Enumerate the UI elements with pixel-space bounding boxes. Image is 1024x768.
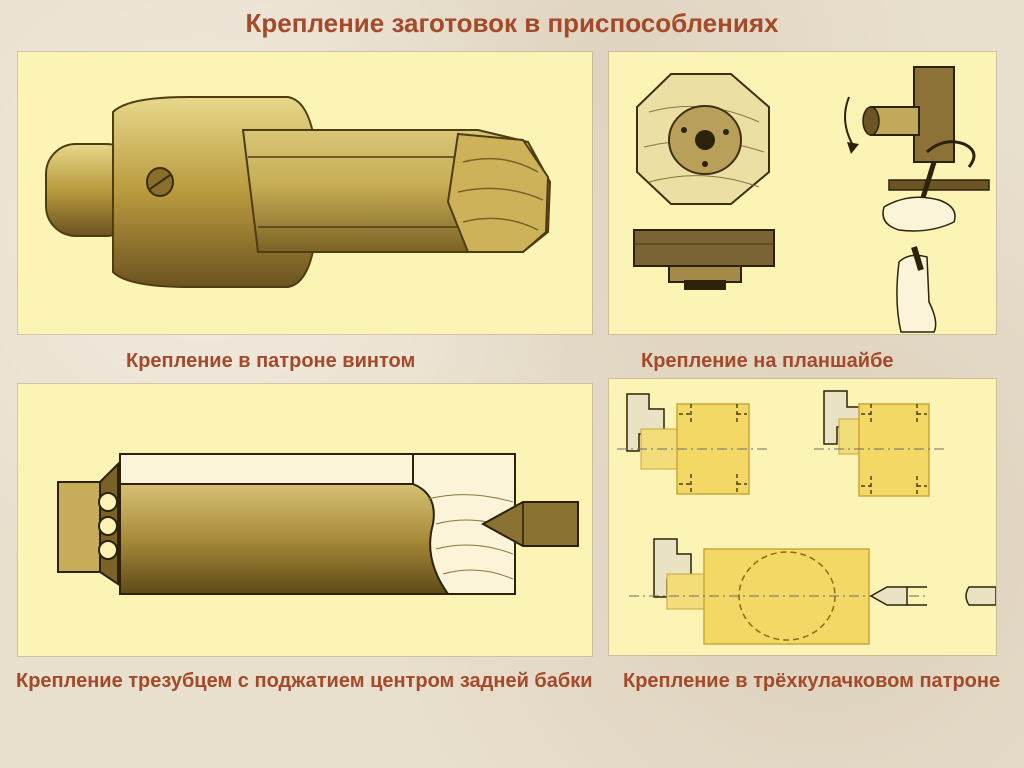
caption-trident-tailstock: Крепление трезубцем с поджатием центром …: [16, 670, 593, 692]
trident-tailstock-drawing: [57, 453, 579, 595]
trident-tailstock-illustration: [18, 384, 592, 656]
screw-chuck-drawing: [45, 96, 552, 288]
caption-faceplate: Крепление на планшайбе: [641, 350, 894, 372]
three-jaw-chuck-illustration: [609, 379, 996, 655]
faceplate-illustration: [609, 52, 996, 334]
three-jaw-chuck-drawing: [617, 390, 996, 645]
slide-title: Крепление заготовок в приспособлениях: [245, 8, 779, 38]
caption-three-jaw-chuck: Крепление в трёхкулачковом патроне: [623, 670, 1001, 692]
screw-chuck-illustration: [18, 52, 592, 334]
caption-screw-chuck: Крепление в патроне винтом: [126, 350, 416, 372]
faceplate-drawing: [633, 66, 990, 333]
